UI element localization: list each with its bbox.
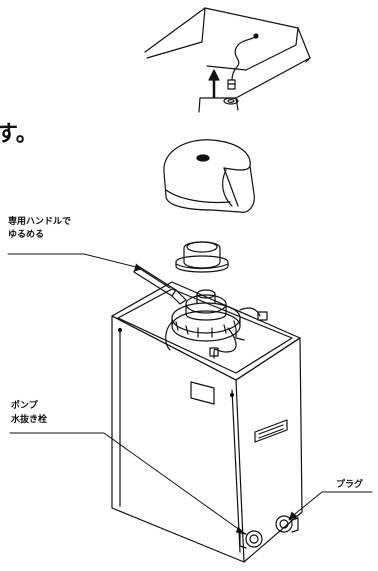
leader-pump [9,432,246,535]
handle-label-line2: ゆるめる [8,230,45,240]
cap [163,139,255,213]
leader-handle [7,253,143,272]
tank-interior-inset [144,7,311,113]
body-text-fragment: す。 [0,122,38,147]
tank-body [111,281,303,563]
up-arrow [208,69,220,99]
pump-assembly [165,289,268,359]
hose [227,33,259,90]
pump-label-line2: 水抜き栓 [11,415,48,425]
plug-label: プラグ [336,480,364,490]
float-plug [175,241,229,273]
plug-fitting [275,515,299,533]
pump-label-line1: ポンプ [11,401,38,411]
handle-label-line1: 専用ハンドルで [8,217,72,227]
leader-plug [288,491,373,521]
